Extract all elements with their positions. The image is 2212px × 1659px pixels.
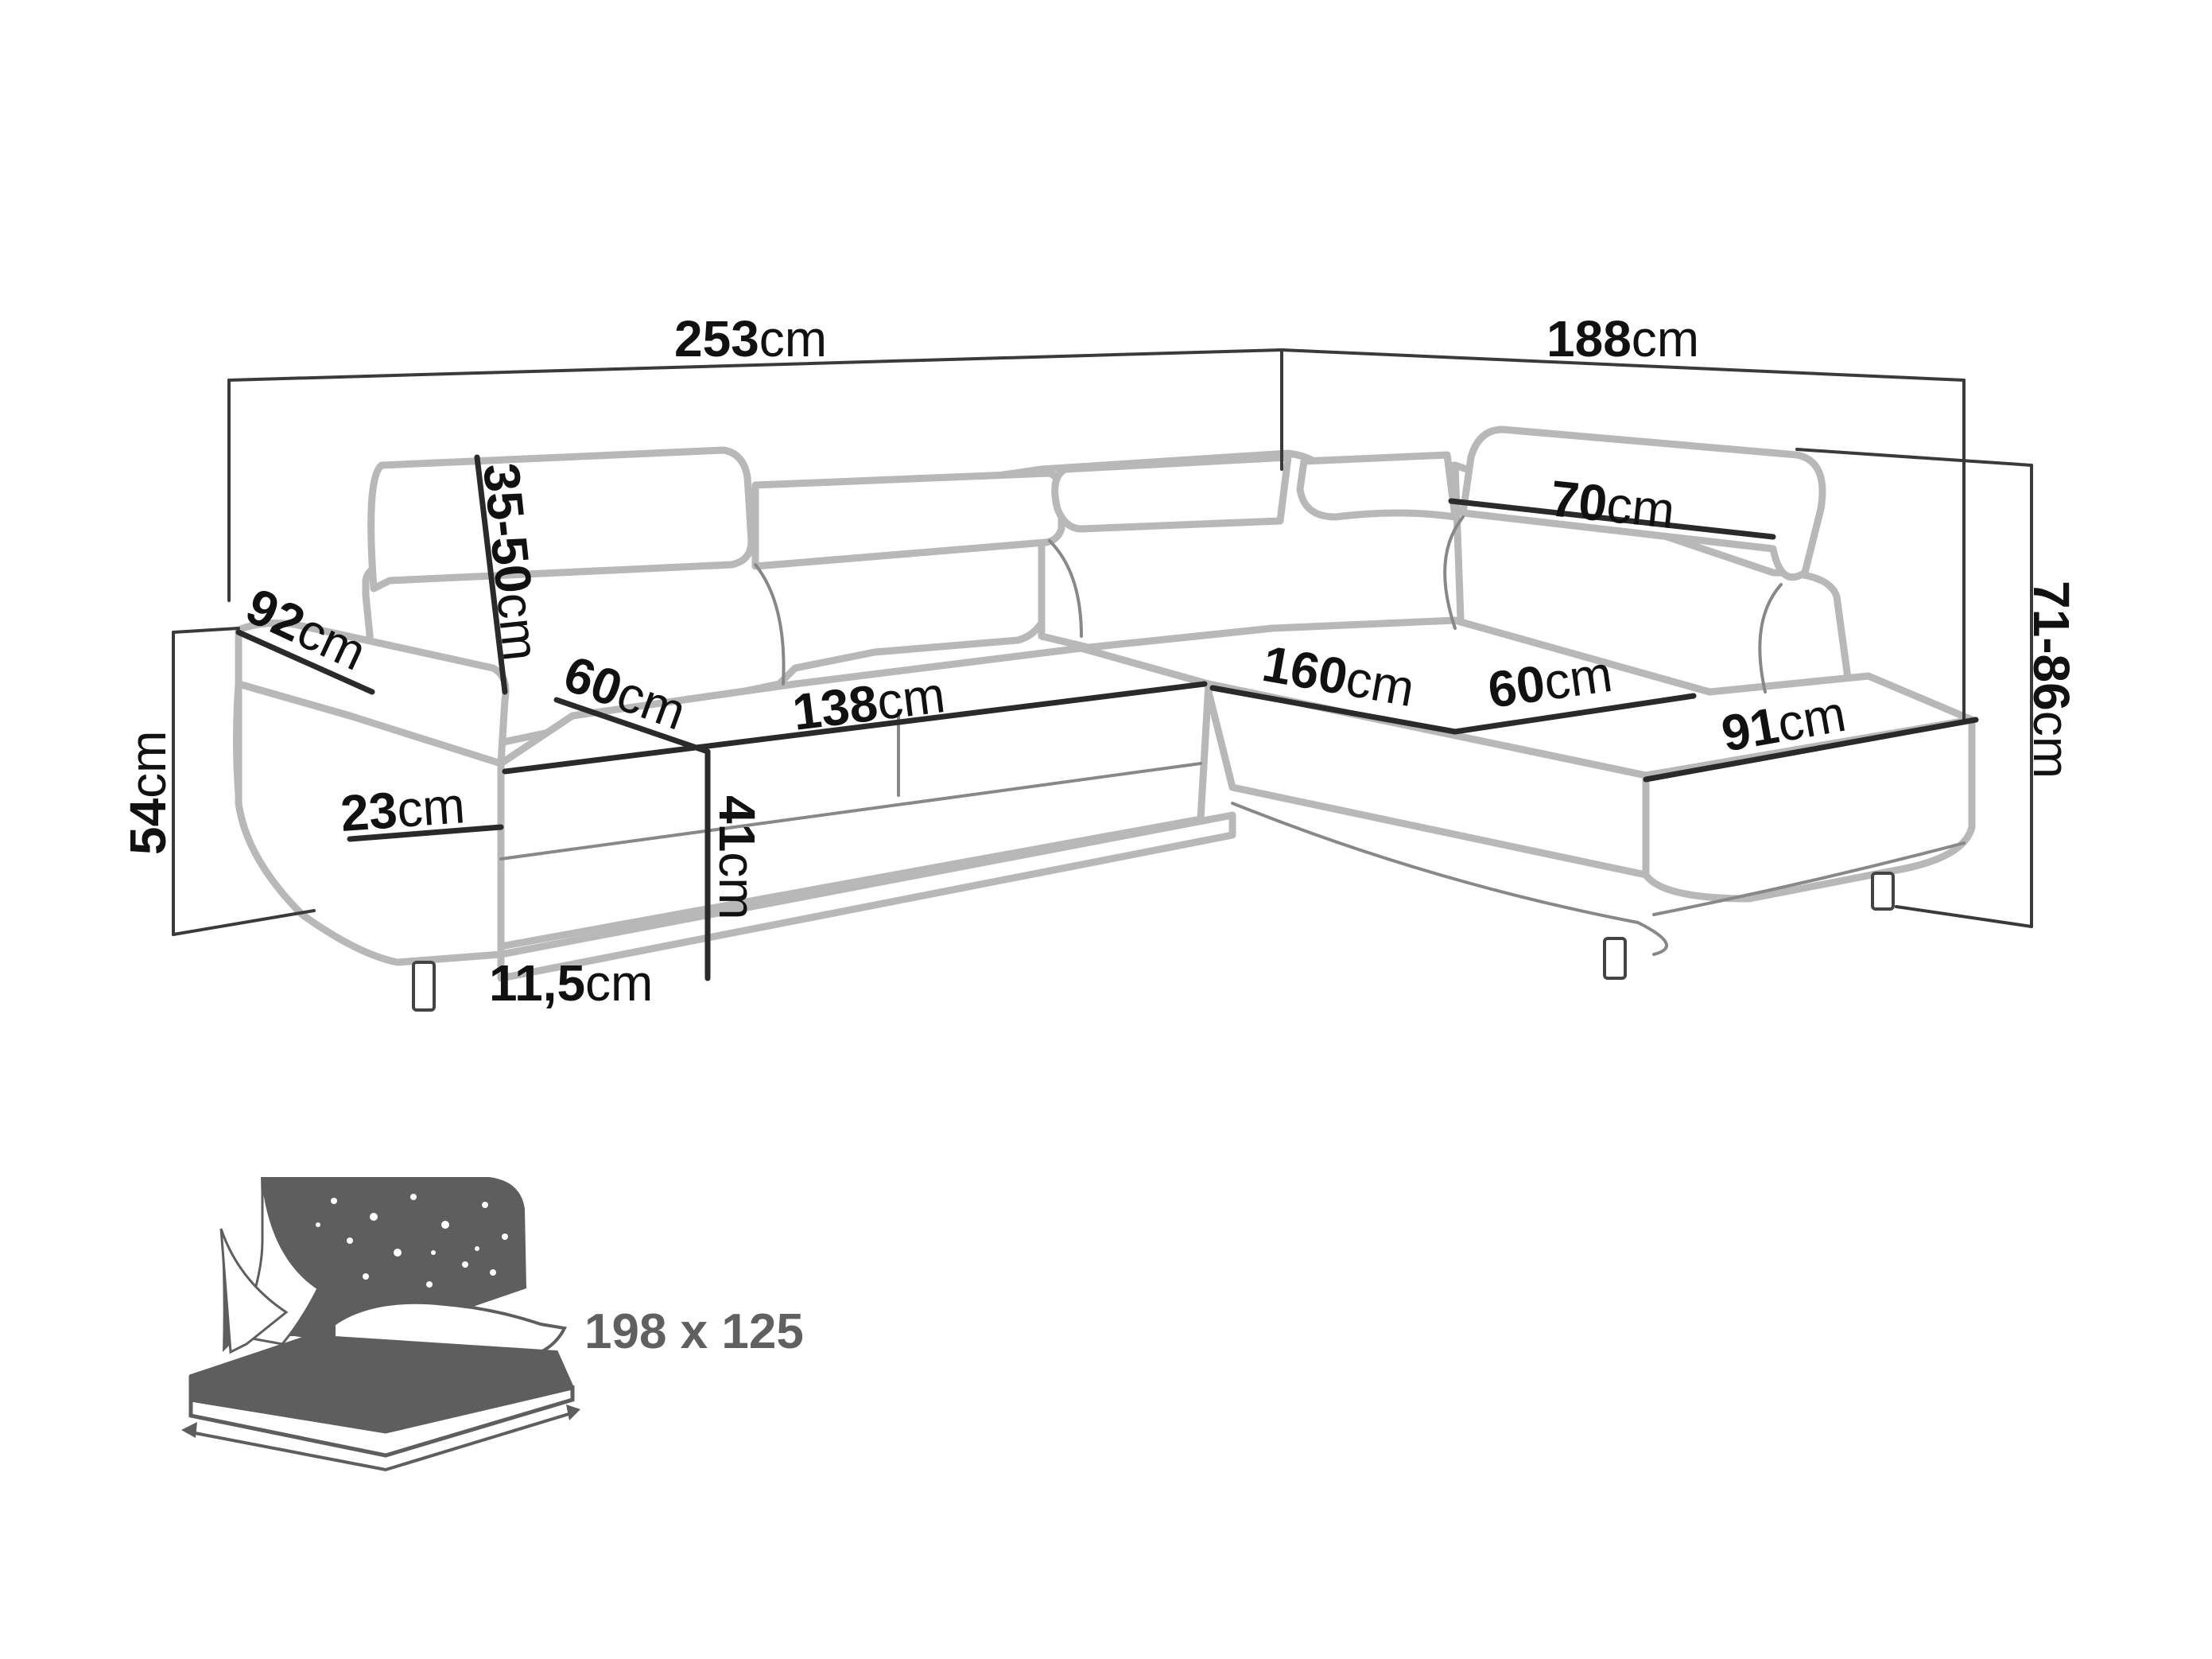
dim-line-91 (1643, 717, 1979, 783)
headrest-1 (367, 446, 755, 592)
label-70: 70cm (1548, 469, 1678, 539)
leg-chaise-right (1871, 872, 1895, 911)
label-71-86: 71-86cm (2023, 581, 2080, 779)
leg-front-left (412, 961, 436, 1012)
dim-line-253 (227, 348, 1283, 382)
left-armrest-side (235, 680, 505, 966)
bed-arrow-length (186, 1410, 577, 1472)
back-cushion-curve-right (1443, 515, 1465, 630)
chaise-front (1205, 680, 1650, 879)
seat-front-line (499, 762, 1202, 861)
dim-line-60-right (1452, 693, 1697, 735)
dim-tick-54-top (172, 627, 240, 634)
dim-line-92 (235, 629, 375, 695)
label-91: 91cm (1717, 685, 1850, 763)
dim-line-160 (1209, 685, 1458, 735)
bed-arrow-head-right (566, 1405, 580, 1420)
bed-icon (181, 1176, 580, 1472)
bed-sheet-curve-left (219, 1228, 289, 1354)
dim-tick-54-bottom (172, 909, 316, 936)
dim-line-60-left (553, 697, 711, 755)
label-188: 188cm (1546, 310, 1699, 367)
dim-line-35-50 (474, 454, 508, 695)
bed-frame (188, 1376, 575, 1458)
dimension-lines (172, 348, 2033, 981)
dim-tick-71-86-bottom (1895, 905, 2033, 928)
sofa-base-front (497, 811, 1236, 982)
sleeping-area-size: 198 x 125 (584, 1304, 804, 1359)
label-11-5: 11,5cm (489, 954, 653, 1012)
label-253: 253cm (674, 310, 827, 367)
label-54: 54cm (119, 731, 177, 856)
stars (232, 1194, 508, 1323)
dim-line-188 (1280, 348, 1966, 382)
label-41: 41cm (708, 795, 766, 920)
headrest-4 (1296, 451, 1459, 521)
corner-sofa-drawing (233, 425, 1976, 1012)
label-23: 23cm (339, 776, 467, 842)
label-35-50: 35-50cm (472, 460, 550, 663)
headrest-5 (1459, 425, 1826, 581)
back-cushion-curve-left (754, 563, 786, 686)
label-60-right: 60cm (1484, 645, 1616, 719)
headrest-3 (1051, 453, 1292, 533)
back-cushion-curve-chaise (1758, 583, 1783, 694)
label-138: 138cm (790, 666, 948, 741)
back-cushion-curve-mid (1048, 539, 1083, 638)
dim-line-70 (1448, 498, 1776, 540)
leg-chaise-front (1603, 937, 1627, 980)
dim-tick-71-86-top (1795, 448, 2033, 467)
chaise-base-curve (1231, 802, 1966, 956)
dim-line-138 (502, 681, 1208, 775)
bed-arrow-head-left (181, 1422, 197, 1438)
dim-line-23 (347, 824, 504, 842)
